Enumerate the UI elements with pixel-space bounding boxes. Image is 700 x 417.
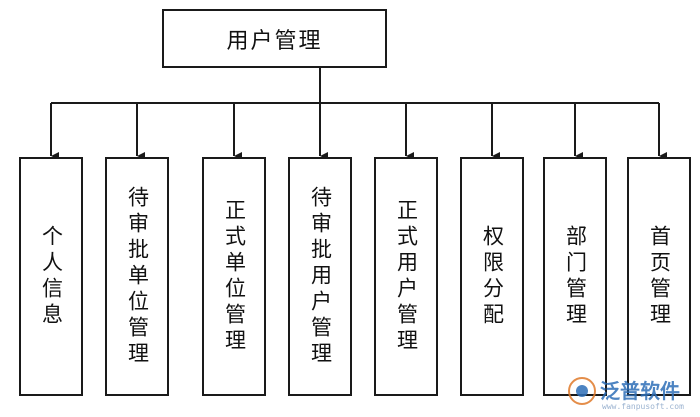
child-label: 待审批单位管理 xyxy=(125,185,150,368)
child-node-departments: 部门管理 xyxy=(543,157,607,396)
watermark-brand: 泛普软件 xyxy=(600,379,680,403)
watermark: 泛普软件 www.fanpusoft.com xyxy=(566,373,694,413)
child-node-pending-users: 待审批用户管理 xyxy=(288,157,352,396)
child-node-permissions: 权限分配 xyxy=(460,157,524,396)
child-node-homepage: 首页管理 xyxy=(627,157,691,396)
brand-logo-icon xyxy=(568,377,596,405)
child-node-official-users: 正式用户管理 xyxy=(374,157,438,396)
child-node-official-units: 正式单位管理 xyxy=(202,157,266,396)
child-label: 正式单位管理 xyxy=(222,198,247,355)
child-label: 正式用户管理 xyxy=(394,198,419,355)
child-label: 待审批用户管理 xyxy=(308,185,333,368)
child-node-personal-info: 个人信息 xyxy=(19,157,83,396)
child-node-pending-units: 待审批单位管理 xyxy=(105,157,169,396)
child-label: 首页管理 xyxy=(647,224,672,329)
watermark-url: www.fanpusoft.com xyxy=(602,402,684,411)
child-label: 个人信息 xyxy=(39,224,64,329)
child-label: 部门管理 xyxy=(563,224,588,329)
root-label: 用户管理 xyxy=(226,28,323,54)
root-node: 用户管理 xyxy=(162,9,387,68)
child-label: 权限分配 xyxy=(480,224,505,329)
